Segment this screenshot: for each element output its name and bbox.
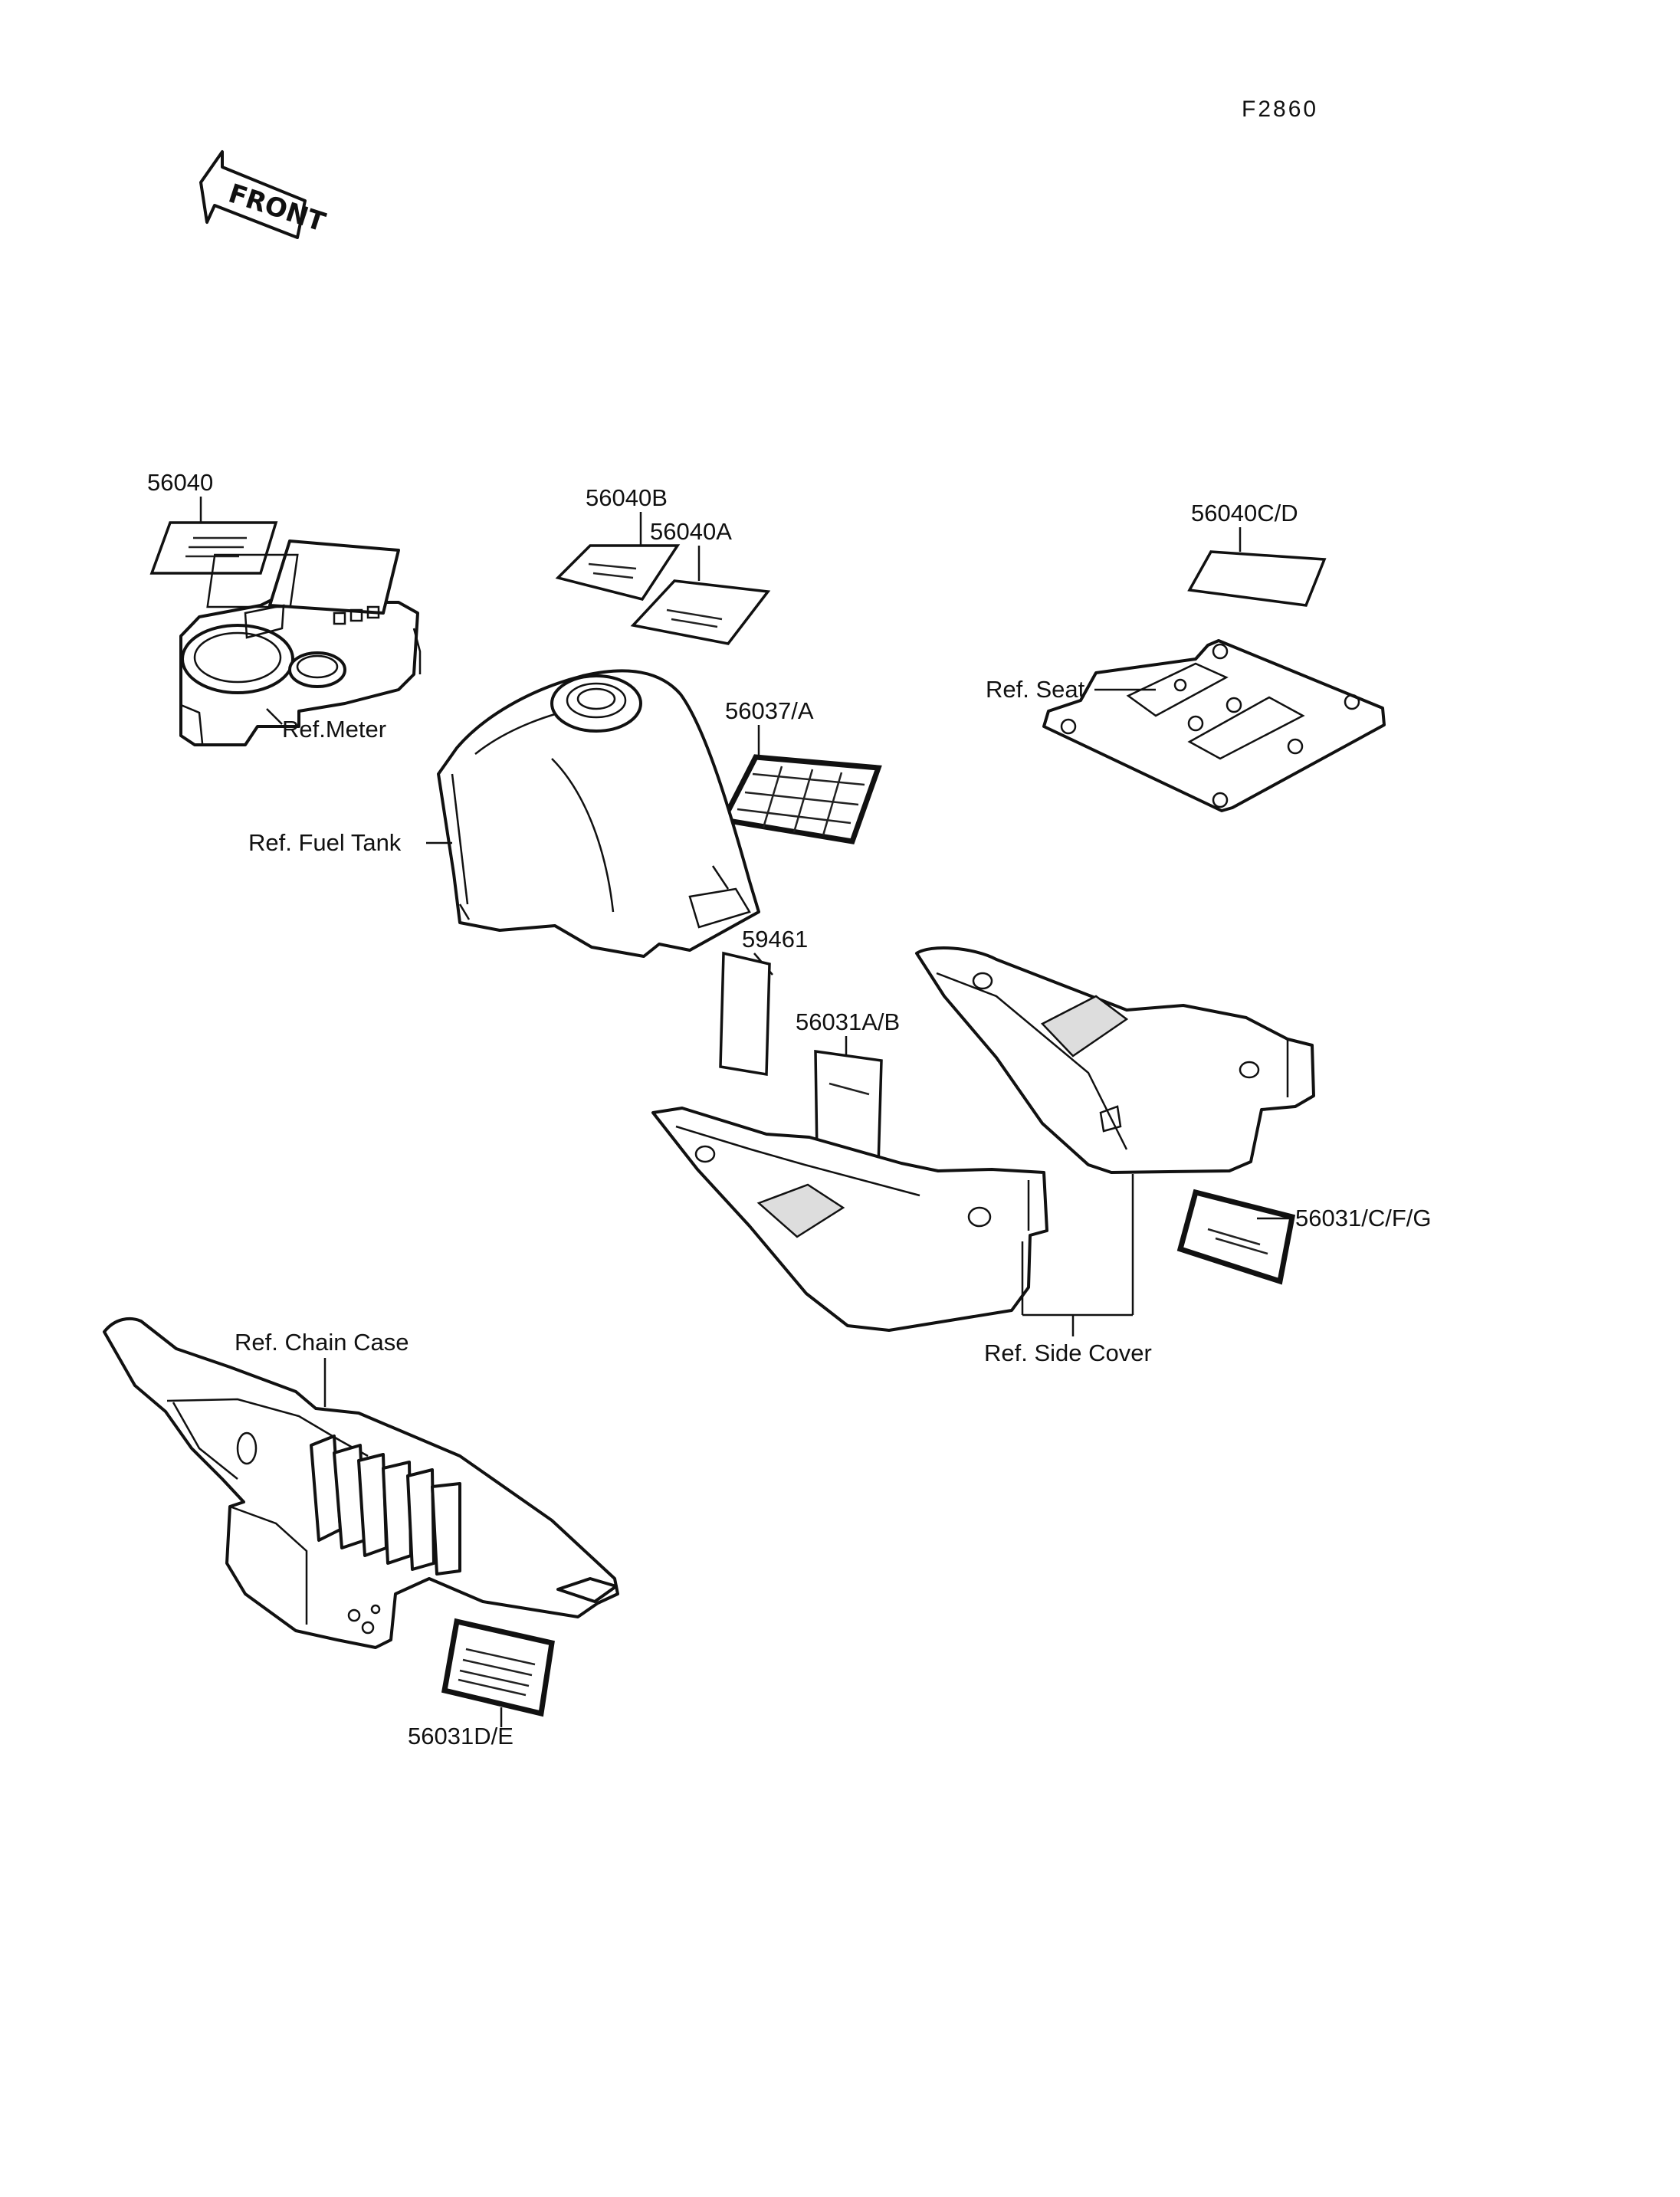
label-56031DE: 56031D/E	[408, 1723, 514, 1749]
sticker-56040B-icon	[555, 544, 681, 602]
label-59461: 59461	[742, 926, 808, 953]
label-56040: 56040	[147, 469, 213, 496]
sticker-56040A-icon	[630, 579, 771, 645]
sticker-59461-icon	[719, 951, 771, 1077]
sticker-56031CFG-icon	[1176, 1189, 1296, 1285]
label-56040B: 56040B	[586, 484, 668, 511]
sticker-56031DE-icon	[441, 1618, 555, 1717]
seat-icon	[1042, 639, 1386, 812]
label-ref-meter: Ref.Meter	[282, 716, 386, 743]
meter-icon	[179, 539, 422, 746]
label-56031CFG: 56031/C/F/G	[1295, 1205, 1431, 1231]
label-56040CD: 56040C/D	[1191, 500, 1298, 526]
label-56040A: 56040A	[650, 518, 732, 545]
chain-case-icon	[103, 1317, 619, 1649]
label-ref-fuel-tank: Ref. Fuel Tank	[248, 829, 402, 856]
front-arrow-icon: FRONT	[199, 150, 330, 239]
label-ref-chain-case: Ref. Chain Case	[235, 1329, 409, 1356]
label-ref-side-cover: Ref. Side Cover	[984, 1340, 1152, 1366]
side-cover-right-icon	[915, 946, 1315, 1174]
sticker-56037A-icon	[719, 754, 882, 844]
figure-code: F2860	[1242, 97, 1318, 122]
label-ref-seat: Ref. Seat	[986, 676, 1085, 703]
fuel-tank-icon	[437, 669, 760, 958]
label-56031AB: 56031A/B	[796, 1008, 900, 1035]
label-56037A: 56037/A	[725, 697, 814, 724]
sticker-56040CD-icon	[1187, 550, 1327, 607]
sticker-56040-icon	[149, 521, 278, 575]
side-cover-left-icon	[651, 1107, 1048, 1332]
